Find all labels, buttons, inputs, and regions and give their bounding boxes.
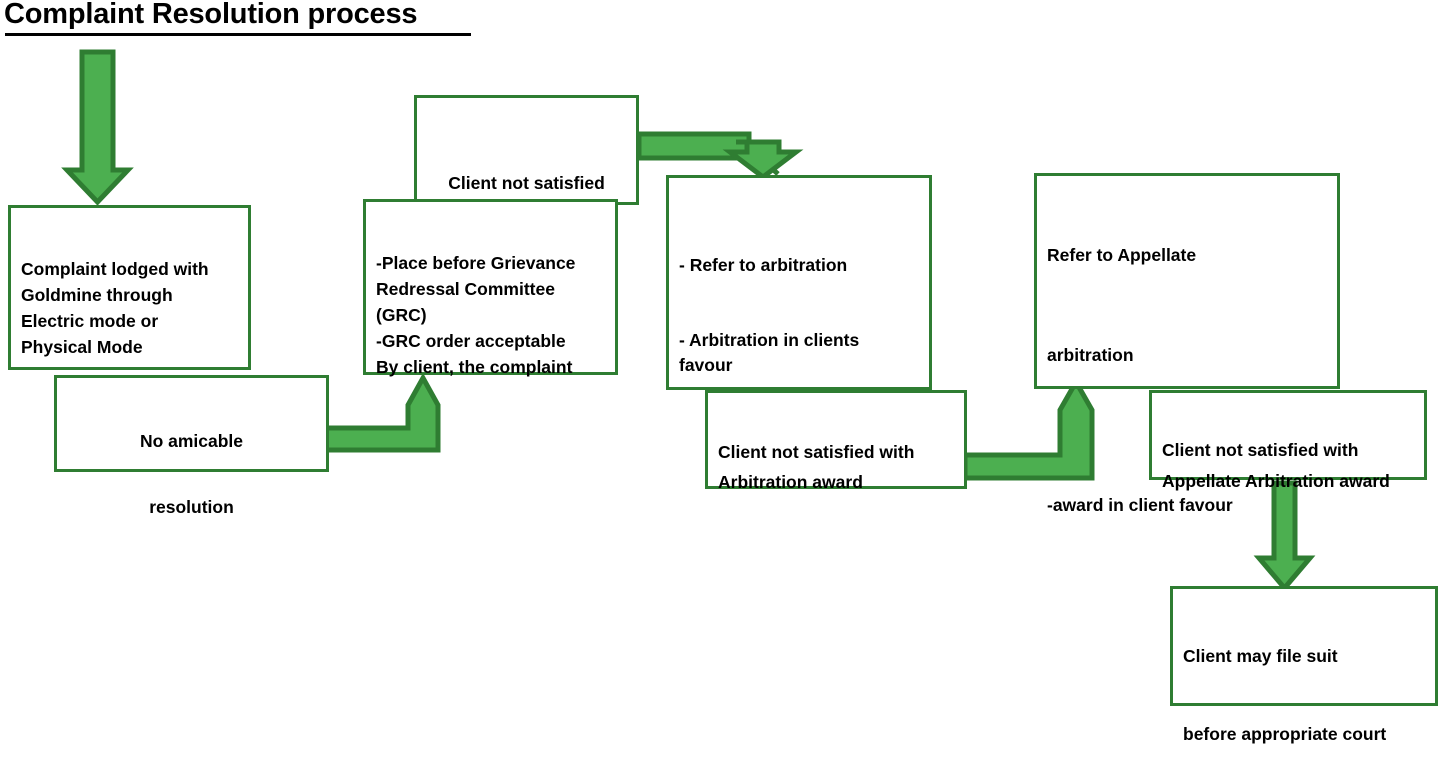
node-grc-placement[interactable]: -Place before Grievance Redressal Commit… — [363, 199, 618, 377]
node-complaint-lodged[interactable]: Complaint lodged with Goldmine through E… — [8, 205, 251, 370]
entry-arrow-icon — [61, 49, 134, 206]
node-refer-arbitration-label: - Refer to arbitration - Arbitration in … — [679, 255, 860, 375]
grc-order-to-arbitration-arrow-icon — [636, 131, 780, 176]
page-title: Complaint Resolution process — [4, 0, 418, 30]
node-client-not-satisfied-appellate-label: Client not satisfied with Appellate Arbi… — [1162, 440, 1390, 491]
node-refer-appellate[interactable]: Refer to Appellate arbitration -award in… — [1034, 173, 1340, 515]
node-client-not-satisfied-appellate[interactable]: Client not satisfied with Appellate Arbi… — [1149, 390, 1427, 491]
node-refer-arbitration[interactable]: - Refer to arbitration - Arbitration in … — [666, 175, 932, 390]
node-complaint-lodged-label: Complaint lodged with Goldmine through E… — [21, 259, 209, 357]
node-client-may-file-suit[interactable]: Client may file suit before appropriate … — [1170, 586, 1438, 744]
node-grc-placement-label: -Place before Grievance Redressal Commit… — [376, 253, 576, 377]
grc-order-to-arbitration-head-icon — [722, 139, 804, 181]
node-client-not-satisfied-grc[interactable]: Client not satisfied GRC Order — [414, 95, 639, 293]
node-client-may-file-suit-label: Client may file suit before appropriate … — [1183, 646, 1387, 744]
node-client-not-satisfied-arbitration[interactable]: Client not satisfied with Arbitration aw… — [705, 390, 967, 492]
node-no-amicable-resolution-label: No amicable resolution — [139, 431, 244, 517]
page-title-underline — [5, 33, 471, 36]
node-refer-appellate-label: Refer to Appellate arbitration -award in… — [1047, 245, 1233, 515]
node-no-amicable-resolution[interactable]: No amicable resolution — [54, 375, 329, 517]
node-client-not-satisfied-arbitration-label: Client not satisfied with Arbitration aw… — [718, 442, 915, 492]
